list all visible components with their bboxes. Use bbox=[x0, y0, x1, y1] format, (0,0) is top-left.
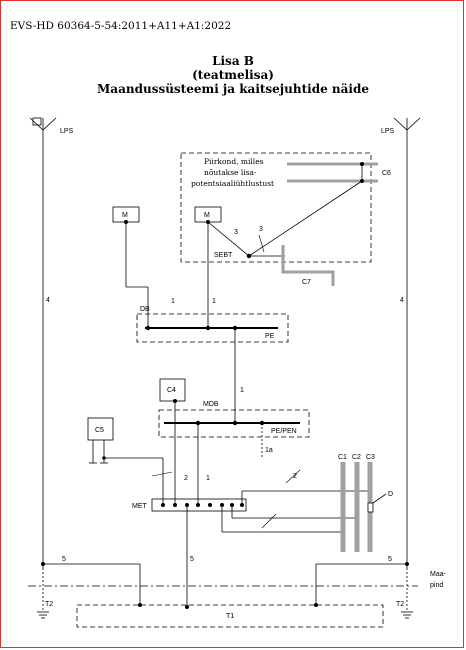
c4-box bbox=[159, 378, 186, 402]
met-bar bbox=[151, 498, 247, 512]
conductor-1-db-right-label: 1 bbox=[212, 298, 216, 305]
lps-right-antenna bbox=[393, 117, 421, 568]
area-label-line2: nõutakse lisa- bbox=[204, 168, 257, 177]
c5-label: C5 bbox=[95, 427, 104, 434]
mdb-box bbox=[158, 409, 310, 438]
t2-right-label: T2 bbox=[396, 601, 404, 608]
lps-left-label: LPS bbox=[60, 128, 74, 135]
conductor-1-met-label: 1 bbox=[206, 475, 210, 482]
pe-pen-label: PE/PEN bbox=[271, 428, 297, 435]
pe-label: PE bbox=[265, 333, 275, 340]
db-box bbox=[136, 313, 289, 343]
figure-title: Maandussüsteemi ja kaitsejuhtide näide bbox=[97, 82, 369, 96]
lps-left-antenna bbox=[29, 117, 57, 568]
c2-label: C2 bbox=[352, 454, 361, 461]
annex-title: Lisa B bbox=[212, 54, 254, 68]
db-label: DB bbox=[140, 306, 150, 313]
conductor-1-db-left-label: 1 bbox=[171, 298, 175, 305]
conductor-3-label-a: 3 bbox=[234, 229, 238, 236]
sebt-label: SEBT bbox=[214, 252, 233, 259]
conductor-5-right-label: 5 bbox=[388, 556, 392, 563]
conductor-4-right-label: 4 bbox=[400, 297, 404, 304]
c4-label: C4 bbox=[167, 387, 176, 394]
c6-label: C6 bbox=[382, 170, 391, 177]
mdb-label: MDB bbox=[203, 401, 219, 408]
equipotential-area-box bbox=[180, 152, 372, 263]
c5-box bbox=[87, 417, 114, 441]
area-label-line1: Piirkond, milles bbox=[204, 157, 264, 166]
c7-pipe bbox=[281, 245, 335, 286]
document-id: EVS-HD 60364-5-54:2011+A11+A1:2022 bbox=[10, 20, 232, 32]
lps-right-label: LPS bbox=[381, 128, 395, 135]
annex-subtitle: (teatmelisa) bbox=[192, 68, 274, 82]
motor-right-label: M bbox=[204, 212, 210, 219]
conductor-1a-label: 1a bbox=[265, 447, 273, 454]
ground-surface-label-line1: Maa- bbox=[430, 571, 447, 578]
t2-left-label: T2 bbox=[45, 601, 53, 608]
c3-label: C3 bbox=[366, 454, 375, 461]
t1-label: T1 bbox=[226, 613, 234, 620]
conductor-5-left-label: 5 bbox=[62, 556, 66, 563]
c7-label: C7 bbox=[302, 279, 311, 286]
t1-earth-electrode bbox=[76, 604, 384, 628]
motor-left-label: M bbox=[122, 212, 128, 219]
met-label: MET bbox=[132, 503, 148, 510]
conductor-1-mid-label: 1 bbox=[240, 387, 244, 394]
conductor-2-right-label: 2 bbox=[293, 473, 297, 480]
area-label-line3: potentsiaaliühtlustust bbox=[191, 179, 274, 188]
conductor-4-left-label: 4 bbox=[46, 297, 50, 304]
c1-label: C1 bbox=[338, 454, 347, 461]
d-label: D bbox=[388, 491, 393, 498]
conductor-2-left-label: 2 bbox=[184, 475, 188, 482]
conductor-5-mid-label: 5 bbox=[190, 556, 194, 563]
ground-surface-label-line2: pind bbox=[430, 582, 443, 589]
conductor-3-label-b: 3 bbox=[259, 226, 263, 233]
